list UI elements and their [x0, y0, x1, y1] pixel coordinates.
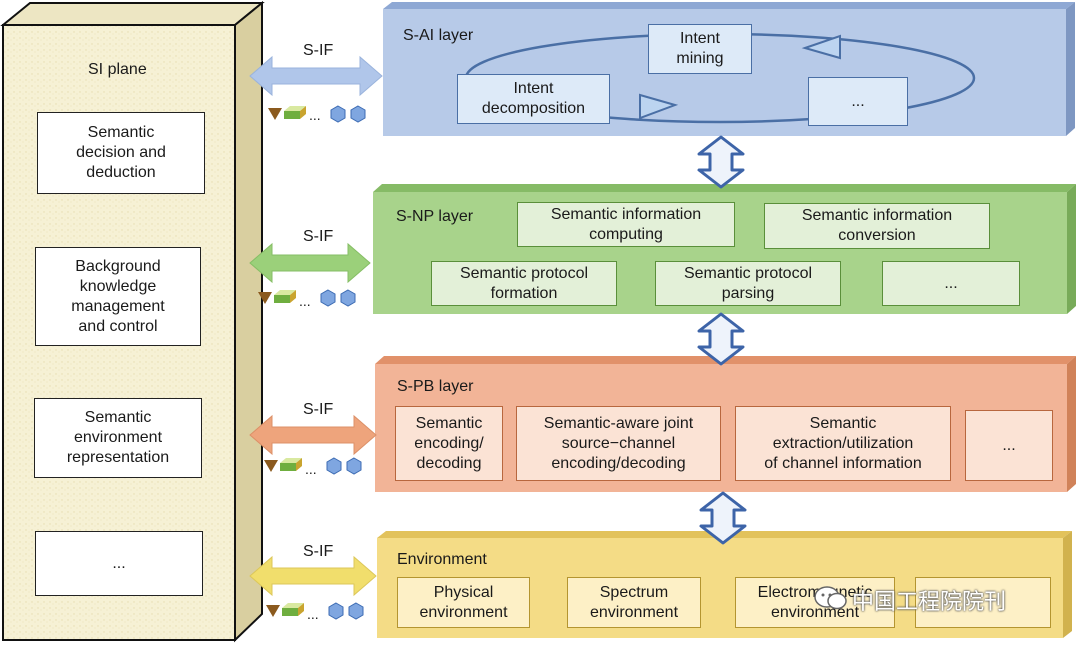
item-label: Intent mining: [676, 30, 724, 67]
env-layer-title: Environment: [397, 551, 487, 568]
sai-item-ellipsis: ...: [808, 77, 908, 126]
item-label: Semantic protocol parsing: [683, 264, 813, 302]
item-label: Semantic extraction/utilization of chann…: [764, 414, 922, 472]
hexagon-icon: [346, 457, 362, 475]
sif-symbols-spb: ...: [264, 457, 374, 478]
hexagon-icon: [348, 602, 364, 620]
sai-item-intent-mining: Intent mining: [648, 24, 752, 74]
si-box-ellipsis: ...: [35, 531, 203, 596]
snp-item-info-conversion: Semantic information conversion: [764, 203, 990, 249]
snp-layer-title: S-NP layer: [396, 208, 474, 225]
hexagon-icon: [320, 289, 336, 307]
sif-symbols-env: ...: [266, 602, 376, 623]
spb-layer-title: S-PB layer: [397, 378, 474, 395]
env-item-physical: Physical environment: [397, 577, 530, 628]
spb-item-joint-coding: Semantic-aware joint source−channel enco…: [516, 406, 721, 481]
item-label: Semantic information computing: [550, 205, 702, 243]
si-box-label: Semantic environment representation: [66, 409, 170, 466]
sif-arrow-env: [249, 555, 377, 597]
si-box-background-knowledge: Background knowledge management and cont…: [35, 247, 201, 346]
ellipsis-text: ...: [309, 107, 321, 123]
sif-arrow-spb: [249, 414, 377, 456]
triangle-icon: [266, 605, 280, 617]
cube-icon: [274, 290, 296, 303]
si-box-label: Semantic decision and deduction: [76, 124, 166, 181]
item-label: ...: [851, 92, 865, 110]
snp-item-protocol-formation: Semantic protocol formation: [431, 261, 617, 306]
sif-label-snp: S-IF: [303, 228, 334, 245]
si-box-semantic-decision: Semantic decision and deduction: [37, 112, 205, 194]
spb-item-ellipsis: ...: [965, 410, 1053, 481]
item-label: ...: [1002, 436, 1016, 454]
si-box-label: Background knowledge management and cont…: [71, 257, 165, 335]
sif-symbols-snp: ...: [258, 289, 368, 310]
item-label: Physical environment: [419, 583, 508, 621]
triangle-icon: [268, 108, 282, 120]
item-label: ...: [944, 274, 958, 292]
hexagon-icon: [340, 289, 356, 307]
ellipsis-text: ...: [299, 293, 311, 309]
spb-item-semantic-encoding: Semantic encoding/ decoding: [395, 406, 503, 481]
ellipsis-text: ...: [307, 606, 319, 622]
vertical-arrow-sai-snp: [697, 135, 745, 189]
item-label: Intent decomposition: [481, 80, 586, 117]
env-item-electromagnetic: Electromagnetic environment: [735, 577, 895, 628]
sif-symbols-sai: ...: [268, 105, 378, 126]
cube-icon: [284, 106, 306, 119]
hexagon-icon: [330, 105, 346, 123]
si-box-environment-representation: Semantic environment representation: [34, 398, 202, 478]
sif-arrow-snp: [249, 242, 371, 284]
sai-item-intent-decomposition: Intent decomposition: [457, 74, 610, 124]
env-item-blank: [915, 577, 1051, 628]
triangle-icon: [258, 292, 272, 304]
sif-label-sai: S-IF: [303, 42, 334, 59]
si-plane-title: SI plane: [88, 61, 147, 78]
watermark: 中国工程院院刊: [852, 589, 1007, 614]
item-label: Spectrum environment: [589, 583, 679, 621]
sif-label-spb: S-IF: [303, 401, 334, 418]
vertical-arrow-snp-spb: [697, 312, 745, 366]
ellipsis-text: ...: [305, 461, 317, 477]
triangle-icon: [264, 460, 278, 472]
snp-item-info-computing: Semantic information computing: [517, 202, 735, 247]
sai-layer-title: S-AI layer: [403, 27, 474, 44]
si-box-label: ...: [112, 554, 126, 572]
item-label: Semantic encoding/ decoding: [414, 414, 484, 472]
cube-icon: [282, 603, 304, 616]
hexagon-icon: [328, 602, 344, 620]
item-label: Semantic information conversion: [801, 207, 953, 244]
item-label: Semantic-aware joint source−channel enco…: [543, 414, 694, 472]
sif-label-env: S-IF: [303, 543, 334, 560]
snp-item-ellipsis: ...: [882, 261, 1020, 306]
snp-item-protocol-parsing: Semantic protocol parsing: [655, 261, 841, 306]
spb-item-channel-info: Semantic extraction/utilization of chann…: [735, 406, 951, 481]
hexagon-icon: [326, 457, 342, 475]
wechat-icon: [814, 586, 847, 610]
item-label: Semantic protocol formation: [459, 264, 589, 302]
cube-icon: [280, 458, 302, 471]
hexagon-icon: [350, 105, 366, 123]
sif-arrow-sai: [249, 55, 383, 97]
env-item-spectrum: Spectrum environment: [567, 577, 701, 628]
vertical-arrow-spb-env: [699, 491, 747, 545]
